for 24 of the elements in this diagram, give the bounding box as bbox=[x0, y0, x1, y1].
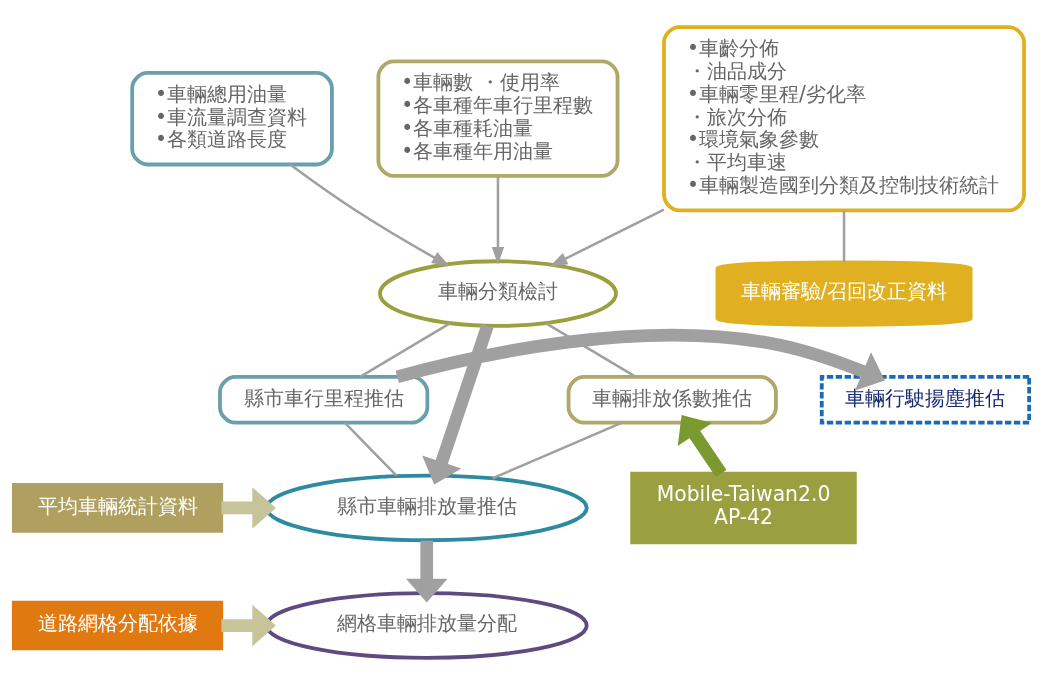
arrow bbox=[549, 208, 665, 267]
connector bbox=[344, 421, 398, 477]
arrow bbox=[491, 175, 505, 265]
node-box: 車輛排放係數推估 bbox=[566, 374, 778, 425]
node-ellipse: 車輛分類檢討 bbox=[378, 258, 618, 328]
arrow bbox=[221, 604, 276, 646]
node-box: •車齡分佈 ・油品成分 •車輛零里程/劣化率 ・旅次分佈 •環境氣象參數 ・平均車速 •車輛製造國到分類及控制技術統計 bbox=[662, 24, 1026, 212]
node-box: 縣市車行里程推估 bbox=[218, 374, 430, 425]
connector bbox=[359, 321, 451, 378]
node-box: •車輛總用油量 •車流量調查資料 •各類道路長度 bbox=[130, 70, 334, 166]
connector bbox=[545, 321, 637, 378]
arrow bbox=[422, 323, 494, 484]
node-box: •車輛數 ・使用率 •各車種年車行里程數 •各車種耗油量 •各車種年用油量 bbox=[376, 59, 620, 178]
arrow bbox=[406, 540, 448, 602]
connector bbox=[842, 210, 846, 262]
node-box: 車輛行駛揚塵推估 bbox=[819, 374, 1032, 425]
node-box: 道路網格分配依據 bbox=[11, 600, 224, 650]
connector bbox=[491, 421, 622, 479]
arrow bbox=[289, 162, 450, 266]
node-box: 平均車輛統計資料 bbox=[11, 482, 224, 533]
arrow bbox=[395, 328, 885, 390]
arrow bbox=[677, 414, 727, 477]
node-box: Mobile-Taiwan2.0 AP-42 bbox=[630, 471, 857, 544]
arrow bbox=[221, 486, 276, 529]
